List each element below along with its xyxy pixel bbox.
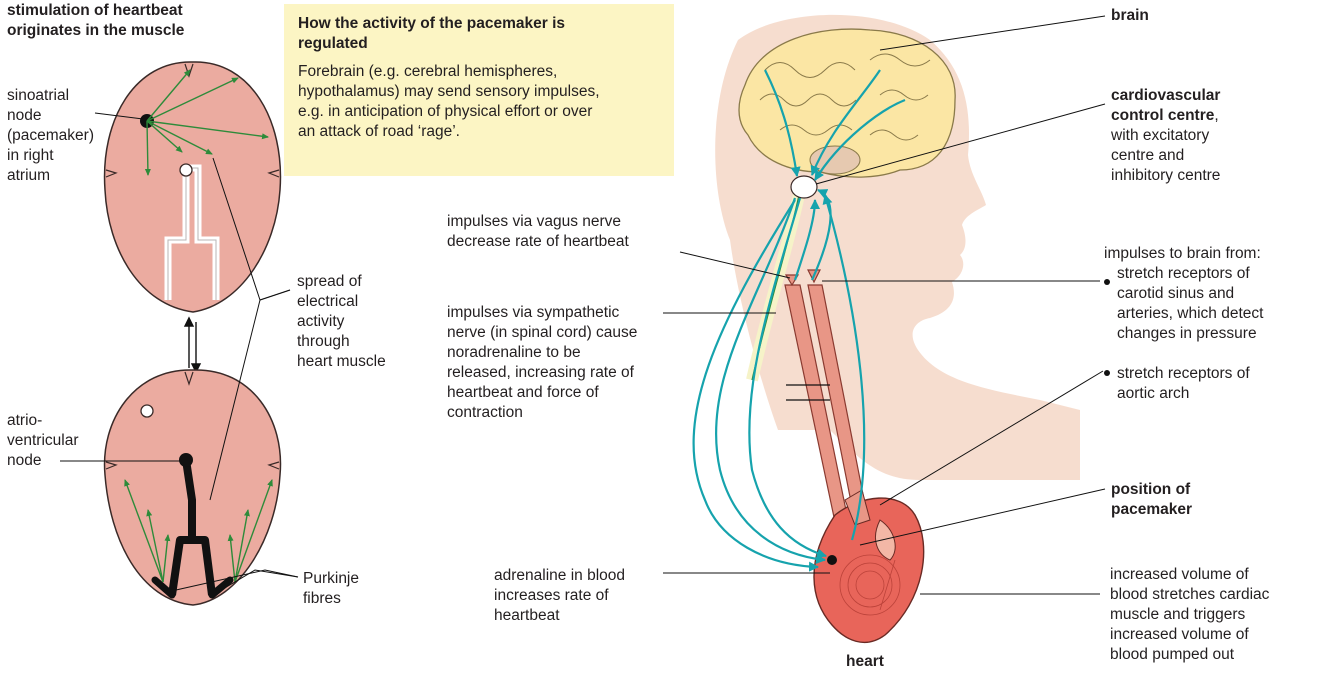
av-node-dot <box>179 453 193 467</box>
pacemaker-position-label: position of pacemaker <box>1111 480 1192 520</box>
adrenaline-label: adrenaline in blood increases rate of he… <box>494 566 625 626</box>
cvc-description: with excitatory centre and inhibitory ce… <box>1111 127 1220 184</box>
vagus-label: impulses via vagus nerve decrease rate o… <box>447 212 629 252</box>
upper-heart-section <box>105 62 281 312</box>
purkinje-label: Purkinje fibres <box>303 569 359 609</box>
cvc-comma: , <box>1214 107 1218 124</box>
cardiovascular-centre-label: cardiovascular control centre, with exci… <box>1111 86 1220 186</box>
av-node-label: atrio- ventricular node <box>7 411 79 471</box>
info-box-heading: How the activity of the pacemaker is reg… <box>298 14 660 54</box>
bullet-icon <box>1104 279 1110 285</box>
info-box-body: Forebrain (e.g. cerebral hemispheres, hy… <box>298 62 660 142</box>
spread-label: spread of electrical activity through he… <box>297 272 386 372</box>
brain-label: brain <box>1111 6 1149 26</box>
cardiovascular-centre-oval <box>791 176 817 198</box>
blood-volume-label: increased volume of blood stretches card… <box>1110 565 1269 665</box>
cvc-title: cardiovascular control centre <box>1111 87 1220 124</box>
regulation-info-box: How the activity of the pacemaker is reg… <box>284 4 674 176</box>
pacemaker-dot <box>827 555 837 565</box>
sympathetic-label: impulses via sympathetic nerve (in spina… <box>447 303 637 423</box>
heart-label: heart <box>846 652 884 672</box>
carotid-receptors-label: stretch receptors of carotid sinus and a… <box>1117 264 1263 344</box>
impulses-intro-label: impulses to brain from: <box>1104 244 1261 264</box>
aortic-receptors-label: stretch receptors of aortic arch <box>1117 364 1250 404</box>
bullet-icon <box>1104 370 1110 376</box>
sa-node-label: sinoatrial node (pacemaker) in right atr… <box>7 86 94 186</box>
heart-illustration <box>814 490 924 642</box>
double-arrow-icon <box>185 318 200 372</box>
lower-heart-section <box>105 370 281 605</box>
left-title: stimulation of heartbeat originates in t… <box>7 1 184 41</box>
